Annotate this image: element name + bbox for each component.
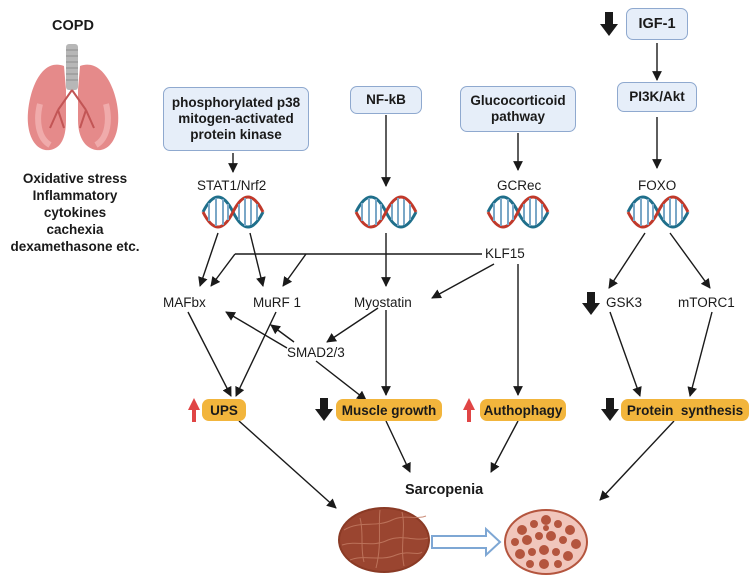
ups-box: UPS [202, 399, 246, 421]
klf15-label: KLF15 [485, 246, 525, 261]
glucocorticoid-box: Glucocorticoid pathway [460, 86, 576, 132]
dna-icon [486, 195, 550, 229]
myostatin-label: Myostatin [354, 295, 412, 310]
dna-icon [626, 195, 690, 229]
gluco-line-2: pathway [490, 109, 545, 124]
dna-icon [201, 195, 265, 229]
transition-arrow-icon [431, 526, 502, 558]
mafbx-label: MAFbx [163, 295, 206, 310]
sarcopenic-muscle-icon [504, 509, 588, 575]
p38-line-3: protein kinase [190, 127, 282, 142]
gcrec-label: GCRec [497, 178, 542, 193]
nfkb-box: NF-kB [350, 86, 422, 114]
gsk3-label: GSK3 [606, 295, 643, 310]
stat1-nrf2-label: STAT1/Nrf2 [197, 178, 267, 193]
down-arrow-icon [600, 12, 618, 36]
dna-icon [354, 195, 418, 229]
foxo-label: FOXO [638, 178, 677, 193]
up-arrow-icon [188, 398, 200, 422]
down-arrow-icon [315, 398, 333, 421]
gluco-line-1: Glucocorticoid [470, 93, 566, 108]
murf1-label: MuRF 1 [253, 295, 302, 310]
igf1-box: IGF-1 [626, 8, 688, 40]
lungs-icon [27, 44, 119, 151]
cause-dexamethasone: dexamethasone etc. [10, 239, 140, 254]
copd-causes: Oxidative stress Inflammatory cytokines … [0, 170, 150, 255]
sarcopenia-label: Sarcopenia [405, 482, 484, 498]
p38-line-1: phosphorylated p38 [171, 95, 301, 110]
smad23-label: SMAD2/3 [287, 345, 345, 360]
copd-title: COPD [52, 18, 94, 34]
p38-line-2: mitogen-activated [178, 111, 294, 126]
cause-cachexia: cachexia [46, 222, 104, 237]
protein-synthesis-box: Protein synthesis [621, 399, 749, 421]
pi3k-akt-box: PI3K/Akt [617, 82, 697, 112]
autophagy-box: Authophagy [480, 399, 566, 421]
pathway-arrows [187, 43, 713, 509]
cause-oxidative-stress: Oxidative stress [22, 171, 128, 186]
healthy-muscle-icon [338, 507, 430, 573]
cause-inflammatory-cytokines: Inflammatory cytokines [32, 188, 118, 220]
p38-mapk-box: phosphorylated p38 mitogen-activated pro… [163, 87, 309, 151]
down-arrow-icon [582, 292, 600, 315]
muscle-growth-box: Muscle growth [336, 399, 442, 421]
up-arrow-icon [463, 398, 475, 422]
mtorc1-label: mTORC1 [678, 295, 735, 310]
down-arrow-icon [601, 398, 619, 421]
